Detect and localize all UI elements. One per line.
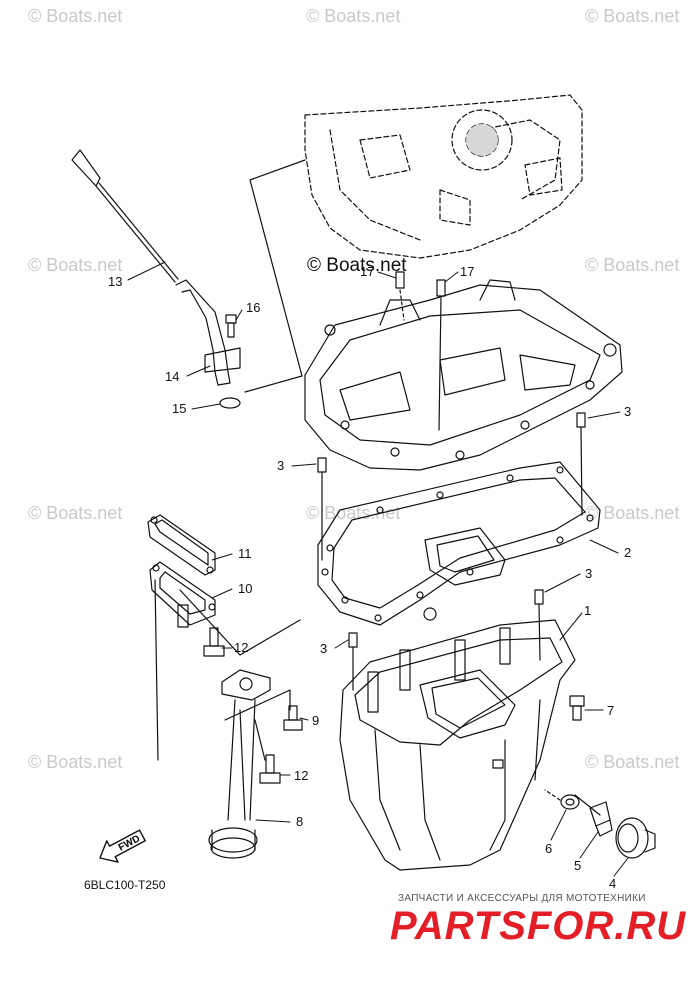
callout-7: 7 <box>607 703 615 718</box>
oil-pan-1 <box>339 619 576 871</box>
callout-5: 5 <box>574 858 582 873</box>
callout-3: 3 <box>320 641 328 656</box>
center-watermark: © Boats.net <box>307 255 407 276</box>
watermark: © Boats.net <box>306 6 401 26</box>
callout-16: 16 <box>246 300 261 315</box>
callout-12: 12 <box>234 640 249 655</box>
callout-2: 2 <box>624 545 632 560</box>
cover-10 <box>149 561 216 628</box>
exhaust-guide <box>304 279 623 471</box>
logo-text: PARTSFOR.RU <box>390 904 686 947</box>
callout-10: 10 <box>238 581 253 596</box>
fwd-arrow <box>99 829 146 863</box>
bolt-7 <box>569 695 585 721</box>
callout-3: 3 <box>624 404 632 419</box>
callout-9: 9 <box>312 713 320 728</box>
dipstick-13 <box>71 149 179 283</box>
engine-block-outline <box>304 94 583 259</box>
watermark: © Boats.net <box>585 503 680 523</box>
callout-12: 12 <box>294 768 309 783</box>
oil-strainer-8 <box>208 669 271 859</box>
callout-17: 17 <box>460 264 475 279</box>
block-bracket-line <box>244 159 306 393</box>
diagram-code: 6BLC100-T250 <box>84 878 166 892</box>
callout-13: 13 <box>108 274 123 289</box>
o-ring-15 <box>219 397 241 409</box>
callout-3: 3 <box>585 566 593 581</box>
watermark: © Boats.net <box>585 255 680 275</box>
callout-3: 3 <box>277 458 285 473</box>
washer-6 <box>560 794 580 810</box>
cap-4 <box>615 817 656 859</box>
bolt-9 <box>283 705 303 731</box>
dipstick-guide-14 <box>175 279 241 386</box>
callout-11: 11 <box>238 546 252 561</box>
callout-17: 17 <box>360 264 375 279</box>
gasket-2 <box>317 461 601 626</box>
watermark: © Boats.net <box>28 752 123 772</box>
partsfor-logo[interactable]: PARTSFOR.RU <box>390 903 690 947</box>
dowel-pin-3 <box>317 412 586 691</box>
callout-14: 14 <box>165 369 180 384</box>
bolt-12 <box>203 627 281 784</box>
callout-1: 1 <box>584 603 592 618</box>
leader-lines <box>127 261 629 877</box>
watermark: © Boats.net <box>585 752 680 772</box>
watermark: © Boats.net <box>28 503 123 523</box>
watermark: © Boats.net <box>306 503 401 523</box>
shop-caption: ЗАПЧАСТИ И АКСЕССУАРЫ ДЛЯ МОТОТЕХНИКИ <box>398 893 646 904</box>
callout-6: 6 <box>545 841 553 856</box>
watermark: © Boats.net <box>585 6 680 26</box>
gasket-11 <box>147 514 216 576</box>
dowel-pin-17 <box>395 271 446 431</box>
watermark: © Boats.net <box>28 6 123 26</box>
bolt-16 <box>225 314 237 338</box>
watermark: © Boats.net <box>28 255 123 275</box>
drain-plug-5 <box>589 801 613 837</box>
callout-15: 15 <box>172 401 187 416</box>
callout-8: 8 <box>296 814 304 829</box>
callout-4: 4 <box>609 876 617 891</box>
